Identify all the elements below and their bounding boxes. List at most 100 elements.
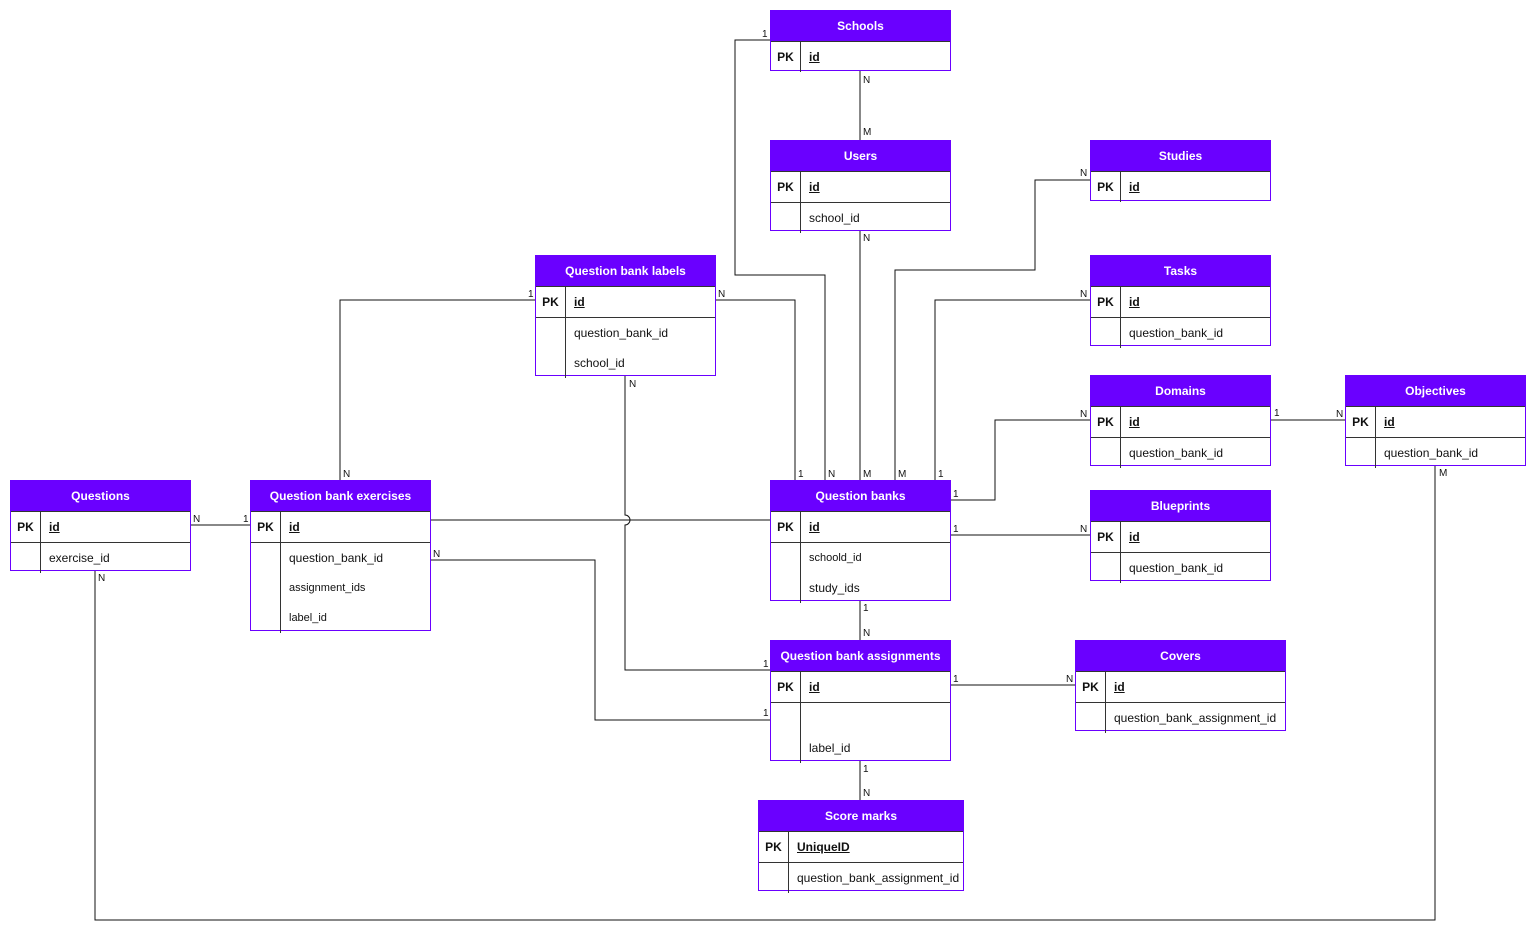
entity-question-bank-exercises[interactable]: Question bank exercises PK id question_b…: [250, 480, 431, 633]
pk-field: id: [1129, 180, 1140, 194]
field-name: question_bank_id: [1129, 446, 1224, 460]
pk-field: id: [809, 680, 820, 694]
cardinality-label: 1: [863, 764, 869, 775]
entity-title: Users: [771, 141, 950, 172]
pk-field: id: [809, 520, 820, 534]
entity-title: Covers: [1076, 641, 1285, 672]
pk-row: PK id: [1091, 287, 1270, 318]
entity-title: Tasks: [1091, 256, 1270, 287]
rel-studies-qbanks: [894, 179, 1090, 480]
field-name: label_id: [809, 741, 851, 755]
cardinality-label: N: [1080, 289, 1088, 300]
pk-key: PK: [771, 42, 801, 72]
field-row: question_bank_id: [1091, 553, 1270, 583]
rel-schools-qbanks: [734, 39, 826, 480]
pk-row: PK id: [771, 512, 950, 543]
cardinality-label: 1: [953, 524, 959, 535]
key-cell: [771, 543, 801, 603]
cardinality-label: N: [828, 469, 836, 480]
entity-schools[interactable]: Schools PK id: [770, 10, 951, 72]
cardinality-label: 1: [953, 489, 959, 500]
key-cell: [1076, 703, 1106, 733]
entity-studies[interactable]: Studies PK id: [1090, 140, 1271, 202]
entity-question-bank-assignments[interactable]: Question bank assignments PK id label_id: [770, 640, 951, 763]
pk-key: PK: [1091, 407, 1121, 437]
entity-title: Domains: [1091, 376, 1270, 407]
rel-labels-qbanks: [715, 299, 796, 480]
cardinality-label: M: [863, 469, 872, 480]
key-cell: [1091, 553, 1121, 583]
pk-field: id: [49, 520, 60, 534]
entity-question-bank-labels[interactable]: Question bank labels PK id question_bank…: [535, 255, 716, 378]
field-row: question_bank_assignment_id: [759, 863, 963, 893]
pk-field: id: [1114, 680, 1125, 694]
cardinality-label: 1: [528, 289, 534, 300]
pk-field: UniqueID: [797, 840, 850, 854]
cardinality-label: N: [193, 514, 201, 525]
field-name: school_id: [809, 211, 860, 225]
entity-tasks[interactable]: Tasks PK id question_bank_id: [1090, 255, 1271, 348]
entity-covers[interactable]: Covers PK id question_bank_assignment_id: [1075, 640, 1286, 733]
rel-domains-qbanks: [950, 419, 1090, 501]
pk-row: PK id: [536, 287, 715, 318]
field-row: exercise_id: [11, 543, 190, 573]
rel-questions-objectives: [94, 465, 1436, 921]
field-row: question_bank_id school_id: [536, 318, 715, 378]
pk-row: PK id: [1091, 407, 1270, 438]
cardinality-label: 1: [938, 469, 944, 480]
cardinality-label: N: [1080, 524, 1088, 535]
field-name: question_bank_id: [1129, 561, 1224, 575]
pk-row: PK id: [1346, 407, 1525, 438]
field-name: question_bank_id: [574, 326, 669, 340]
cardinality-label: N: [863, 628, 871, 639]
field-name: question_bank_id: [1129, 326, 1224, 340]
cardinality-label: 1: [763, 659, 769, 670]
entity-score-marks[interactable]: Score marks PK UniqueID question_bank_as…: [758, 800, 964, 893]
entity-users[interactable]: Users PK id school_id: [770, 140, 951, 233]
pk-key: PK: [759, 832, 789, 862]
cardinality-label: 1: [1274, 408, 1280, 419]
pk-key: PK: [11, 512, 41, 542]
entity-blueprints[interactable]: Blueprints PK id question_bank_id: [1090, 490, 1271, 583]
field-row: question_bank_id: [1091, 318, 1270, 348]
entity-title: Questions: [11, 481, 190, 512]
pk-field: id: [1129, 295, 1140, 309]
cardinality-label: N: [343, 469, 351, 480]
pk-row: PK id: [11, 512, 190, 543]
cardinality-label: 1: [243, 514, 249, 525]
cardinality-label: N: [1066, 674, 1074, 685]
cardinality-label: N: [863, 233, 871, 244]
cardinality-label: N: [1080, 168, 1088, 179]
cardinality-label: N: [1336, 409, 1344, 420]
pk-field: id: [809, 50, 820, 64]
pk-row: PK id: [1091, 172, 1270, 202]
pk-row: PK id: [771, 172, 950, 203]
entity-domains[interactable]: Domains PK id question_bank_id: [1090, 375, 1271, 468]
pk-field: id: [574, 295, 585, 309]
pk-field: id: [1129, 530, 1140, 544]
pk-key: PK: [771, 172, 801, 202]
rel-exercises-assign: [430, 559, 770, 721]
rel-labels-exercises: [339, 299, 535, 480]
pk-key: PK: [1091, 522, 1121, 552]
field-row: school_id: [771, 203, 950, 233]
entity-questions[interactable]: Questions PK id exercise_id: [10, 480, 191, 573]
rel-labels-assign: [624, 375, 770, 671]
cardinality-label: M: [1439, 468, 1448, 479]
cardinality-label: M: [898, 469, 907, 480]
pk-row: PK UniqueID: [759, 832, 963, 863]
cardinality-label: N: [98, 573, 106, 584]
pk-row: PK id: [1091, 522, 1270, 553]
key-cell: [759, 863, 789, 893]
cardinality-label: 1: [953, 674, 959, 685]
pk-row: PK id: [771, 42, 950, 72]
entity-title: Studies: [1091, 141, 1270, 172]
field-name: schoold_id: [809, 552, 862, 564]
pk-key: PK: [771, 512, 801, 542]
entity-objectives[interactable]: Objectives PK id question_bank_id: [1345, 375, 1526, 468]
entity-question-banks[interactable]: Question banks PK id schoold_id study_id…: [770, 480, 951, 603]
key-cell: [771, 203, 801, 233]
rel-tasks-qbanks: [934, 299, 1090, 480]
cardinality-label: N: [718, 289, 726, 300]
field-name: question_bank_assignment_id: [1114, 711, 1277, 725]
